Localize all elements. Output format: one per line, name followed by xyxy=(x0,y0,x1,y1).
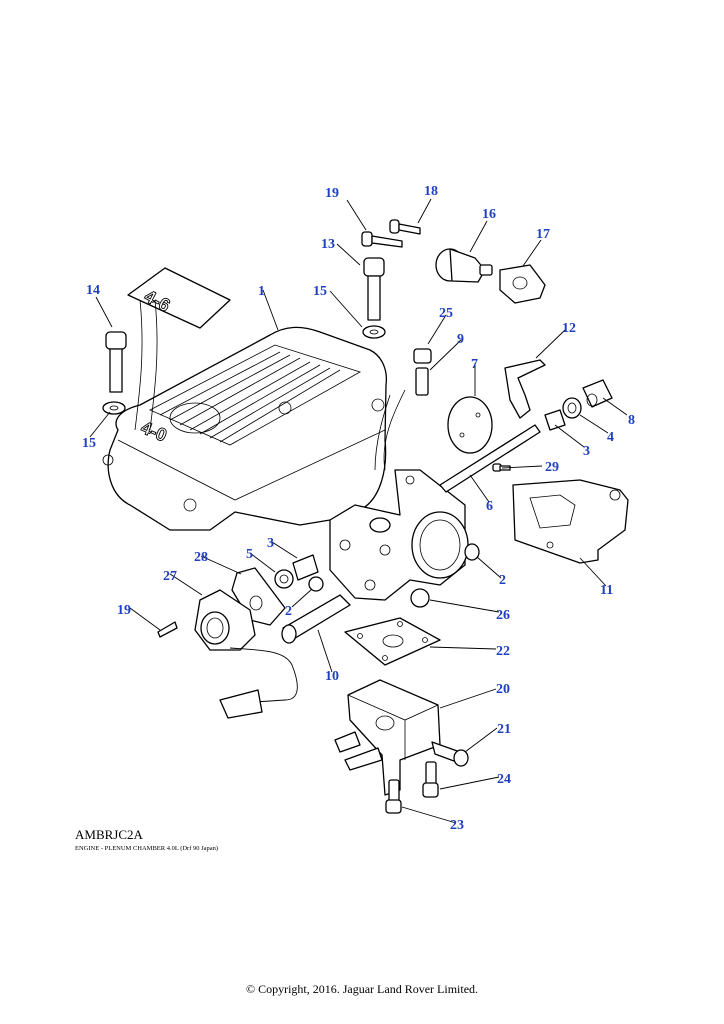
callout-13[interactable]: 13 xyxy=(321,237,335,252)
callout-3-left[interactable]: 3 xyxy=(267,536,274,551)
callout-9[interactable]: 9 xyxy=(457,332,464,347)
cap-2-right xyxy=(464,543,480,561)
sensor-27 xyxy=(194,589,298,719)
pipe-21 xyxy=(431,741,469,767)
parts-artwork: 4-6 4-0 xyxy=(102,219,629,814)
bolt-13 xyxy=(363,257,385,321)
pipe-10 xyxy=(281,594,351,644)
callout-labels: 19 18 16 13 17 14 1 15 25 12 9 7 8 4 3 1… xyxy=(82,184,635,833)
callout-11[interactable]: 11 xyxy=(600,583,613,598)
callout-28[interactable]: 28 xyxy=(194,550,208,565)
callout-18[interactable]: 18 xyxy=(424,184,438,199)
drawing-code: AMBRJC2A xyxy=(75,827,143,842)
callout-10[interactable]: 10 xyxy=(325,669,339,684)
copyright-notice: © Copyright, 2016. Jaguar Land Rover Lim… xyxy=(245,982,479,996)
bush-3-right xyxy=(544,409,566,431)
callout-4[interactable]: 4 xyxy=(607,430,614,445)
valve-16 xyxy=(435,248,493,283)
washer-15-left xyxy=(102,401,126,415)
leader-lines xyxy=(89,198,628,824)
bolt-18 xyxy=(389,219,421,235)
seal-4 xyxy=(562,397,582,419)
plenum-chamber: 4-0 xyxy=(102,299,388,531)
bolt-19-top xyxy=(361,231,403,248)
callout-5[interactable]: 5 xyxy=(246,547,253,562)
badge-plate-4-6: 4-6 xyxy=(127,267,231,329)
bolt-24 xyxy=(422,761,439,798)
callout-19-left[interactable]: 19 xyxy=(117,603,131,618)
washer-15-top xyxy=(362,325,386,339)
bracket-11 xyxy=(512,479,629,564)
nut-25 xyxy=(413,348,432,364)
callout-29[interactable]: 29 xyxy=(545,460,559,475)
drawing-caption: ENGINE - PLENUM CHAMBER 4.0L (Drf 90 Jap… xyxy=(75,845,219,852)
callout-6[interactable]: 6 xyxy=(486,499,493,514)
callout-21[interactable]: 21 xyxy=(497,722,511,737)
callout-1[interactable]: 1 xyxy=(258,284,265,299)
callout-24[interactable]: 24 xyxy=(497,772,511,787)
callout-19[interactable]: 19 xyxy=(325,186,339,201)
spindle-6 xyxy=(439,424,541,493)
callout-26[interactable]: 26 xyxy=(496,608,510,623)
callout-14[interactable]: 14 xyxy=(86,283,100,298)
housing-20 xyxy=(334,679,441,796)
callout-7[interactable]: 7 xyxy=(471,357,478,372)
bush-8 xyxy=(582,379,613,408)
screw-29 xyxy=(492,463,511,472)
callout-15-left[interactable]: 15 xyxy=(82,436,96,451)
callout-2-left[interactable]: 2 xyxy=(285,604,292,619)
bush-3-left xyxy=(292,554,319,581)
bolt-14 xyxy=(105,331,127,393)
callout-22[interactable]: 22 xyxy=(496,644,510,659)
screw-19-left xyxy=(157,621,178,638)
callout-17[interactable]: 17 xyxy=(536,227,550,242)
callout-12[interactable]: 12 xyxy=(562,321,576,336)
callout-8[interactable]: 8 xyxy=(628,413,635,428)
callout-23[interactable]: 23 xyxy=(450,818,464,833)
callout-16[interactable]: 16 xyxy=(482,207,496,222)
stud-9 xyxy=(415,367,429,396)
lever-12 xyxy=(504,359,546,419)
callout-3-right[interactable]: 3 xyxy=(583,444,590,459)
bolt-23 xyxy=(385,779,402,814)
callout-27[interactable]: 27 xyxy=(163,569,177,584)
seal-5 xyxy=(274,569,294,589)
throttle-disc-7 xyxy=(447,396,493,454)
cap-2-left xyxy=(308,576,324,592)
callout-15-top[interactable]: 15 xyxy=(313,284,327,299)
callout-2-right[interactable]: 2 xyxy=(499,573,506,588)
gasket-17 xyxy=(499,264,546,304)
callout-25[interactable]: 25 xyxy=(439,306,453,321)
gasket-22 xyxy=(344,617,441,666)
callout-20[interactable]: 20 xyxy=(496,682,510,697)
plug-26 xyxy=(410,588,430,608)
throttle-body xyxy=(329,389,469,601)
